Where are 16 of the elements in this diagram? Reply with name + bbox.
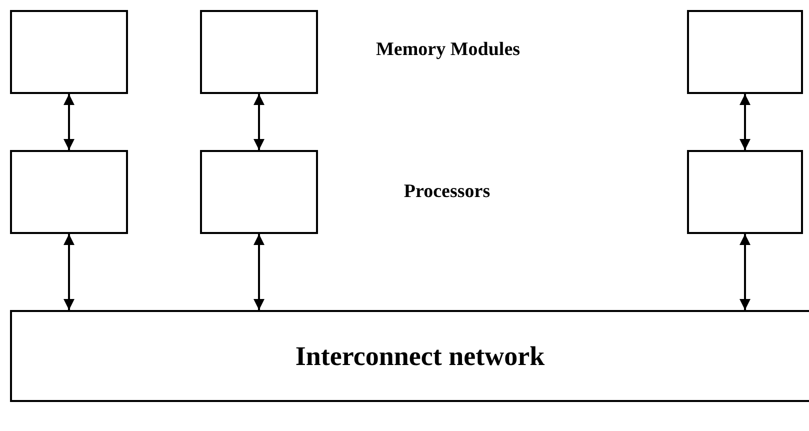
- row-label: Processors: [404, 181, 490, 203]
- module-box: [200, 10, 318, 94]
- double-arrow: [64, 94, 74, 150]
- module-box: [687, 10, 803, 94]
- double-arrow: [740, 234, 750, 310]
- double-arrow: [254, 94, 264, 150]
- row-label: Memory Modules: [376, 39, 520, 61]
- double-arrow: [254, 234, 264, 310]
- module-box: [10, 10, 128, 94]
- double-arrow: [64, 234, 74, 310]
- module-box: [687, 150, 803, 234]
- module-box: [10, 150, 128, 234]
- network-label: Interconnect network: [295, 340, 545, 372]
- double-arrow: [740, 94, 750, 150]
- module-box: [200, 150, 318, 234]
- network-box: [10, 310, 809, 402]
